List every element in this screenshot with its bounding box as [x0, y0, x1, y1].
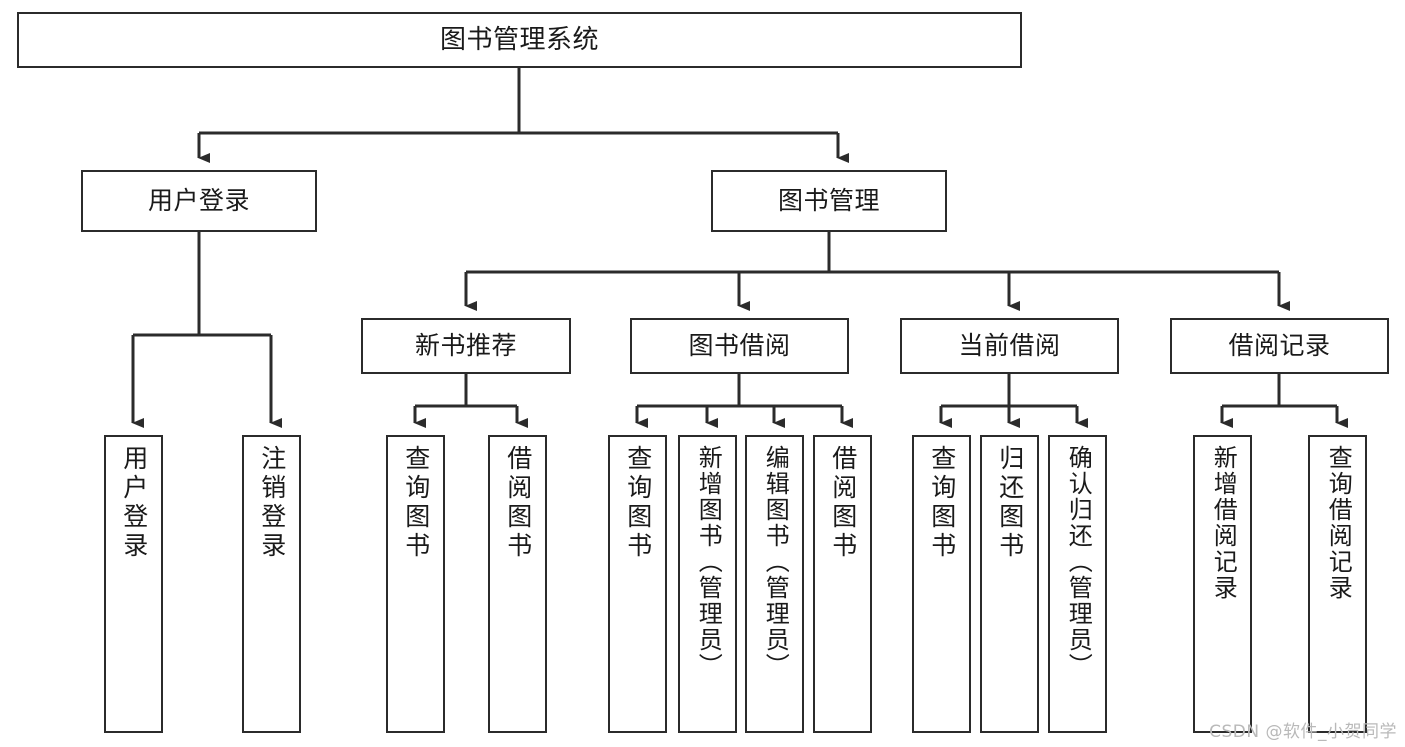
node-leaf-borrow-books-2-label: 借阅图书 [828, 445, 858, 561]
node-leaf-query-books-2-label: 查询图书 [623, 445, 653, 561]
node-leaf-return-book[interactable]: 归还图书 [980, 435, 1039, 733]
node-leaf-logout-label: 注销登录 [257, 445, 287, 561]
node-leaf-add-record[interactable]: 新增借阅记录 [1193, 435, 1252, 733]
node-leaf-logout[interactable]: 注销登录 [242, 435, 301, 733]
node-book-management-label: 图书管理 [777, 186, 880, 216]
node-leaf-borrow-books-1-label: 借阅图书 [503, 445, 533, 561]
node-leaf-confirm-return-label: 确认归还（管理员） [1064, 445, 1093, 679]
node-leaf-query-books-1[interactable]: 查询图书 [386, 435, 445, 733]
node-book-borrowing[interactable]: 图书借阅 [630, 318, 849, 374]
node-book-borrowing-label: 图书借阅 [688, 331, 791, 361]
node-leaf-borrow-books-2[interactable]: 借阅图书 [813, 435, 872, 733]
node-borrowing-records-label: 借阅记录 [1228, 331, 1331, 361]
node-root[interactable]: 图书管理系统 [17, 12, 1022, 68]
node-root-label: 图书管理系统 [439, 24, 599, 55]
node-leaf-query-books-3[interactable]: 查询图书 [912, 435, 971, 733]
node-leaf-confirm-return[interactable]: 确认归还（管理员） [1048, 435, 1107, 733]
node-leaf-query-record[interactable]: 查询借阅记录 [1308, 435, 1367, 733]
node-leaf-edit-book-label: 编辑图书（管理员） [761, 445, 790, 679]
node-leaf-query-books-1-label: 查询图书 [401, 445, 431, 561]
node-leaf-add-book[interactable]: 新增图书（管理员） [678, 435, 737, 733]
node-leaf-query-books-2[interactable]: 查询图书 [608, 435, 667, 733]
watermark-text: CSDN @软件_小贺同学 [1209, 722, 1397, 742]
node-book-management[interactable]: 图书管理 [711, 170, 947, 232]
node-leaf-add-book-label: 新增图书（管理员） [694, 445, 723, 679]
node-leaf-return-book-label: 归还图书 [995, 445, 1025, 561]
node-new-book-recommendation-label: 新书推荐 [414, 331, 517, 361]
node-leaf-add-record-label: 新增借阅记录 [1209, 445, 1238, 601]
node-current-borrowing[interactable]: 当前借阅 [900, 318, 1119, 374]
node-user-login-label: 用户登录 [147, 186, 250, 216]
node-leaf-user-login[interactable]: 用户登录 [104, 435, 163, 733]
node-leaf-user-login-label: 用户登录 [119, 445, 149, 561]
node-leaf-borrow-books-1[interactable]: 借阅图书 [488, 435, 547, 733]
node-leaf-edit-book[interactable]: 编辑图书（管理员） [745, 435, 804, 733]
node-leaf-query-record-label: 查询借阅记录 [1324, 445, 1353, 601]
node-user-login[interactable]: 用户登录 [81, 170, 317, 232]
node-leaf-query-books-3-label: 查询图书 [927, 445, 957, 561]
node-borrowing-records[interactable]: 借阅记录 [1170, 318, 1389, 374]
node-current-borrowing-label: 当前借阅 [958, 331, 1061, 361]
node-new-book-recommendation[interactable]: 新书推荐 [361, 318, 571, 374]
